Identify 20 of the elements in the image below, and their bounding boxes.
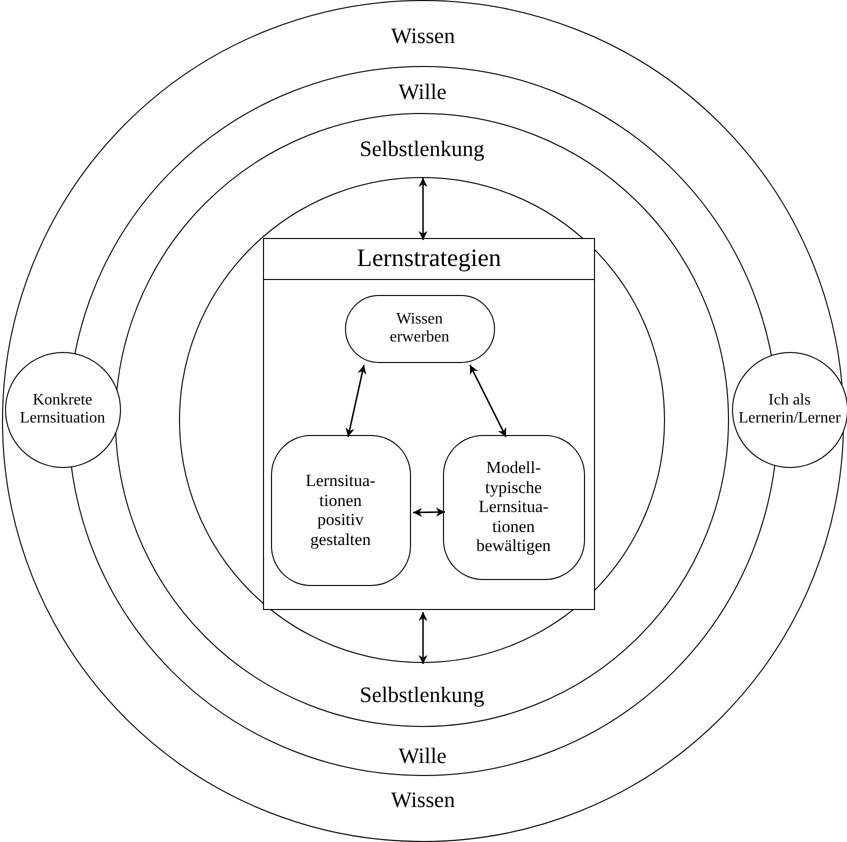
panel-title: Lernstrategien [356,245,502,274]
double-arrow [469,364,507,438]
ring-label: Selbstlenkung [360,136,484,162]
node-label: Lernsitua- tionen positiv gestalten [304,470,376,550]
ring-label: Selbstlenkung [360,682,484,708]
node-label: Konkrete Lernsituation [18,391,106,428]
rounded-box [270,434,410,586]
node-label: Wissen erwerben [388,310,450,347]
ring-label: Wissen [391,787,455,812]
double-arrow [412,508,446,517]
ring-label: Wille [398,78,446,104]
strategy-panel [263,238,595,610]
ring-label: Wille [398,742,446,768]
node-label: Ich als Lernerin/Lerner [738,391,840,428]
ring-label: Wissen [391,23,455,48]
double-arrow [418,612,428,664]
double-arrow [418,178,428,240]
rounded-box [442,434,584,580]
node-label: Modell- typische Lernsitua- tionen bewältigen [475,458,552,556]
double-arrow [346,364,366,438]
